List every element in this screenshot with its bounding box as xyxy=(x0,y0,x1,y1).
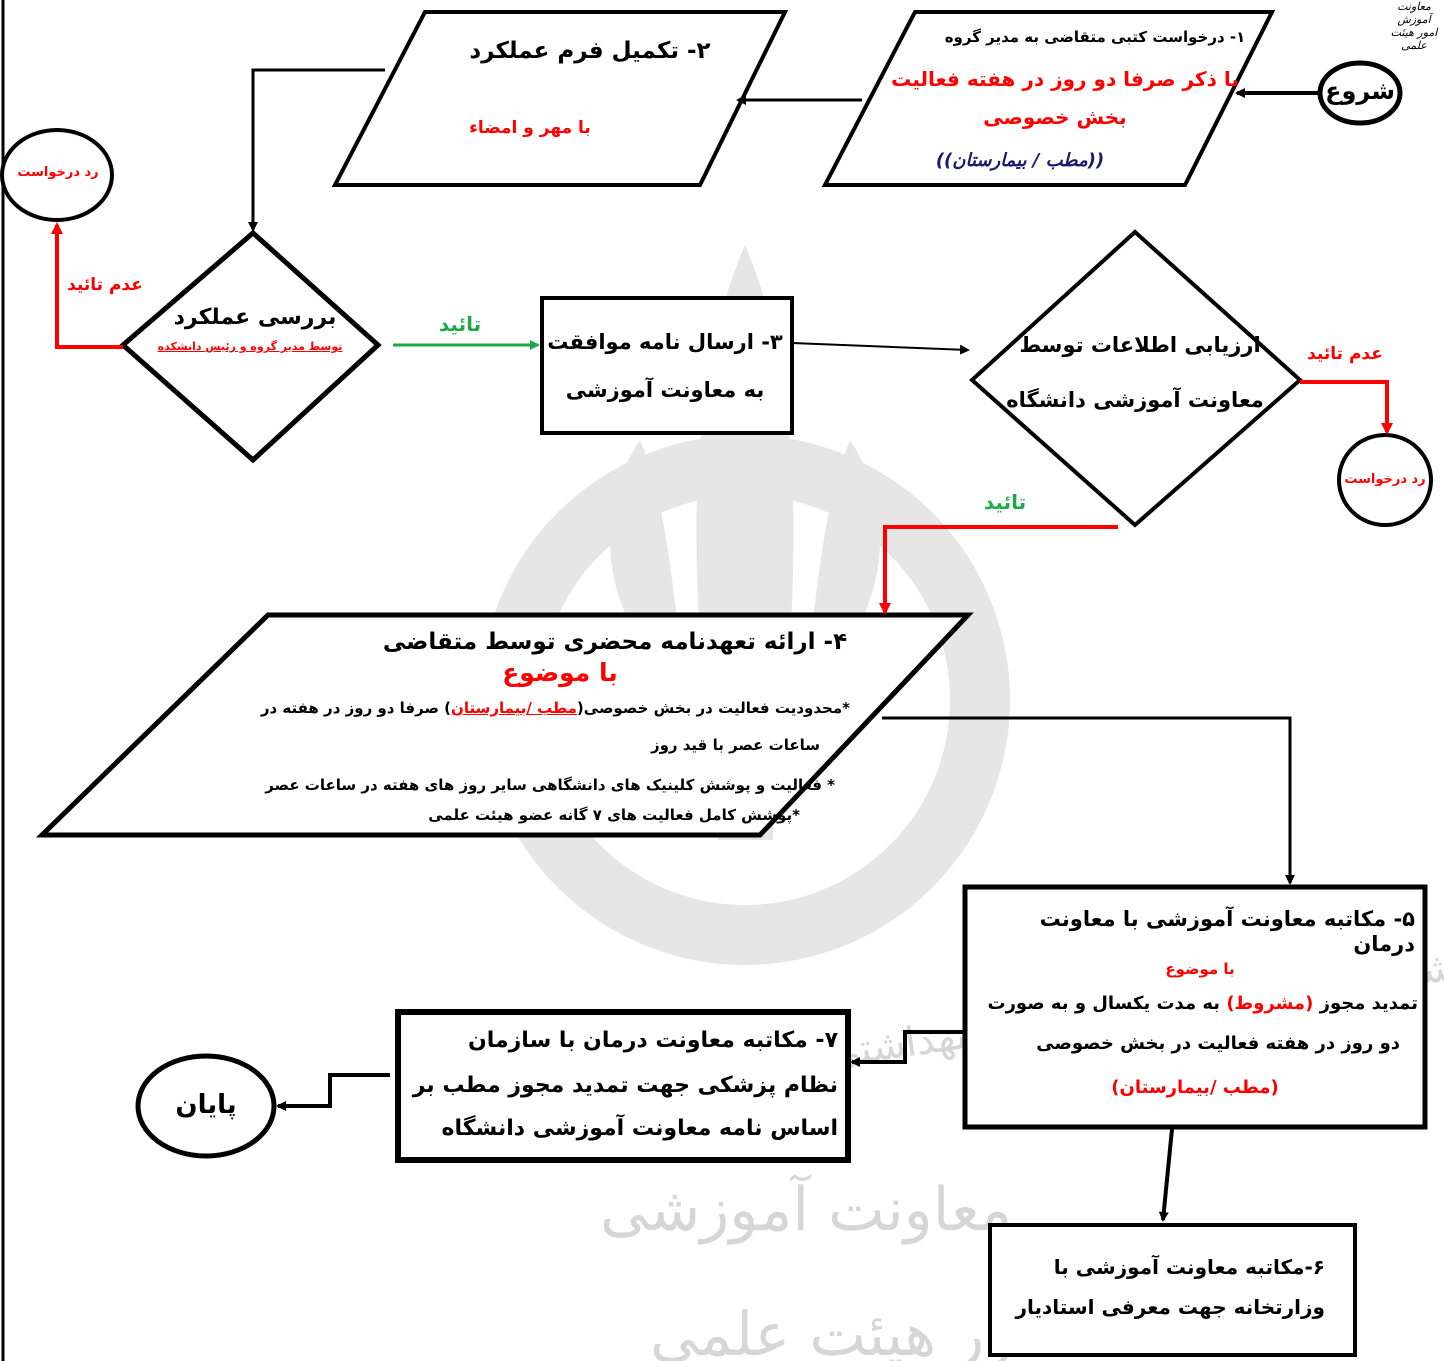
step4-shape xyxy=(35,612,974,838)
step5-line1-post: به مدت یکسال و به صورت xyxy=(987,993,1227,1014)
step5-line3: (مطب /بیمارستان) xyxy=(1111,1077,1279,1098)
reject-right-edge: عدم تائید xyxy=(1307,344,1383,364)
step5-title: ۵- مکاتبه معاونت آموزشی با معاونت درمان xyxy=(1039,907,1415,957)
step7-line3: اساس نامه معاونت آموزشی دانشگاه xyxy=(441,1116,838,1141)
logo-line2: امور هیئت علمی xyxy=(1390,26,1438,52)
step5-line1-pre: تمدید مجوز xyxy=(1313,993,1418,1014)
step7-line1: ۷- مکاتبه معاونت درمان با سازمان xyxy=(467,1028,838,1053)
step6-shape xyxy=(988,1223,1357,1357)
step4-subtitle: با موضوع xyxy=(502,658,618,687)
step4-bullet1: *محدودیت فعالیت در بخش خصوصی(مطب /بیمارس… xyxy=(190,699,850,717)
arrow-step3-evaluation xyxy=(791,342,970,355)
arrow-step7-end xyxy=(276,1073,390,1111)
evaluation-line2: معاونت آموزشی دانشگاه xyxy=(1006,388,1264,412)
step5-line1-red: (مشروط) xyxy=(1226,993,1314,1014)
review-diamond xyxy=(119,229,382,464)
logo-line1: معاونت آموزش xyxy=(1397,0,1431,26)
evaluation-diamond xyxy=(969,229,1304,528)
step4-bullet1-pre: *محدودیت فعالیت در بخش خصوصی( xyxy=(576,699,850,717)
watermark-line1: معاونت آموزشی xyxy=(600,1175,1013,1245)
step5-subject: با موضوع xyxy=(1165,960,1235,978)
step1-line2: با ذکر صرفا دو روز در هفته فعالیت xyxy=(891,67,1239,91)
step3-line2: به معاونت آموزشی xyxy=(565,378,765,402)
arrow-eval-reject xyxy=(1300,380,1393,435)
step3-shape xyxy=(540,296,794,435)
end-node xyxy=(135,1053,277,1159)
step1-line4: ((مطب / بیمارستان)) xyxy=(935,150,1105,171)
step5-line2: دو روز در هفته فعالیت در بخش خصوصی xyxy=(1036,1033,1400,1054)
step2-title: ۲- تکمیل فرم عملکرد xyxy=(469,38,711,64)
reject-right-node xyxy=(1337,433,1433,527)
review-subtitle: توسط مدیر گروه و رئیس دانشکده xyxy=(157,340,343,353)
reject-right-label: رد درخواست xyxy=(1344,472,1426,487)
step4-bullet1-red: مطب /بیمارستان xyxy=(451,699,577,717)
step4-bullet1-line2: ساعات عصر با قید روز xyxy=(650,736,820,754)
step7-shape xyxy=(395,1009,851,1163)
step5-line1: تمدید مجوز (مشروط) به مدت یکسال و به صور… xyxy=(978,993,1418,1015)
approve-review-label: تائید xyxy=(438,312,482,336)
step4-title: ۴- ارائه تعهدنامه محضری توسط متقاضی xyxy=(382,629,848,655)
arrow-step2-review xyxy=(248,68,385,232)
step6-line1: ۶-مکاتبه معاونت آموزشی با xyxy=(1053,1255,1325,1279)
reject-left-label: رد درخواست xyxy=(17,165,99,180)
step4-bullet1-post: ) صرفا دو روز در هفته در xyxy=(260,699,452,717)
step5-shape xyxy=(962,884,1428,1130)
step3-line1: ۳- ارسال نامه موافقت xyxy=(547,330,783,354)
reject-left-node xyxy=(0,128,114,222)
start-label: شروع xyxy=(1325,77,1395,105)
step6-line2: وزارتخانه جهت معرفی استادیار xyxy=(1015,1295,1325,1319)
step1-line1: ۱- درخواست کتبی متقاضی به مدیر گروه xyxy=(944,28,1246,46)
logo-text: معاونت آموزش امور هیئت علمی xyxy=(1385,0,1443,52)
step2-shape xyxy=(331,10,789,187)
review-title: بررسی عملکرد xyxy=(173,305,337,330)
arrow-eval-step4 xyxy=(879,525,1118,615)
arrow-step5-step6 xyxy=(1158,1128,1174,1222)
step4-bullet3: *پوشش کامل فعالیت های ۷ گانه عضو هیئت عل… xyxy=(428,806,800,824)
reject-left-edge: عدم تائید xyxy=(67,275,143,295)
arrow-step5-step7 xyxy=(850,1030,963,1067)
step2-subtitle: با مهر و امضاء xyxy=(469,118,591,138)
end-label: پایان xyxy=(175,1090,237,1120)
step4-bullet2: * فعالیت و پوشش کلینیک های دانشگاهی سایر… xyxy=(265,776,835,794)
approve-eval-label: تائید xyxy=(983,490,1027,514)
arrow-step4-step5 xyxy=(882,716,1295,885)
evaluation-line1: ارزیابی اطلاعات توسط xyxy=(1019,333,1261,357)
step7-line2: نظام پزشکی جهت تمدید مجوز مطب بر xyxy=(412,1073,838,1098)
step1-shape xyxy=(821,10,1276,187)
arrow-review-reject xyxy=(51,222,123,349)
step1-line3: بخش خصوصی xyxy=(983,105,1127,129)
